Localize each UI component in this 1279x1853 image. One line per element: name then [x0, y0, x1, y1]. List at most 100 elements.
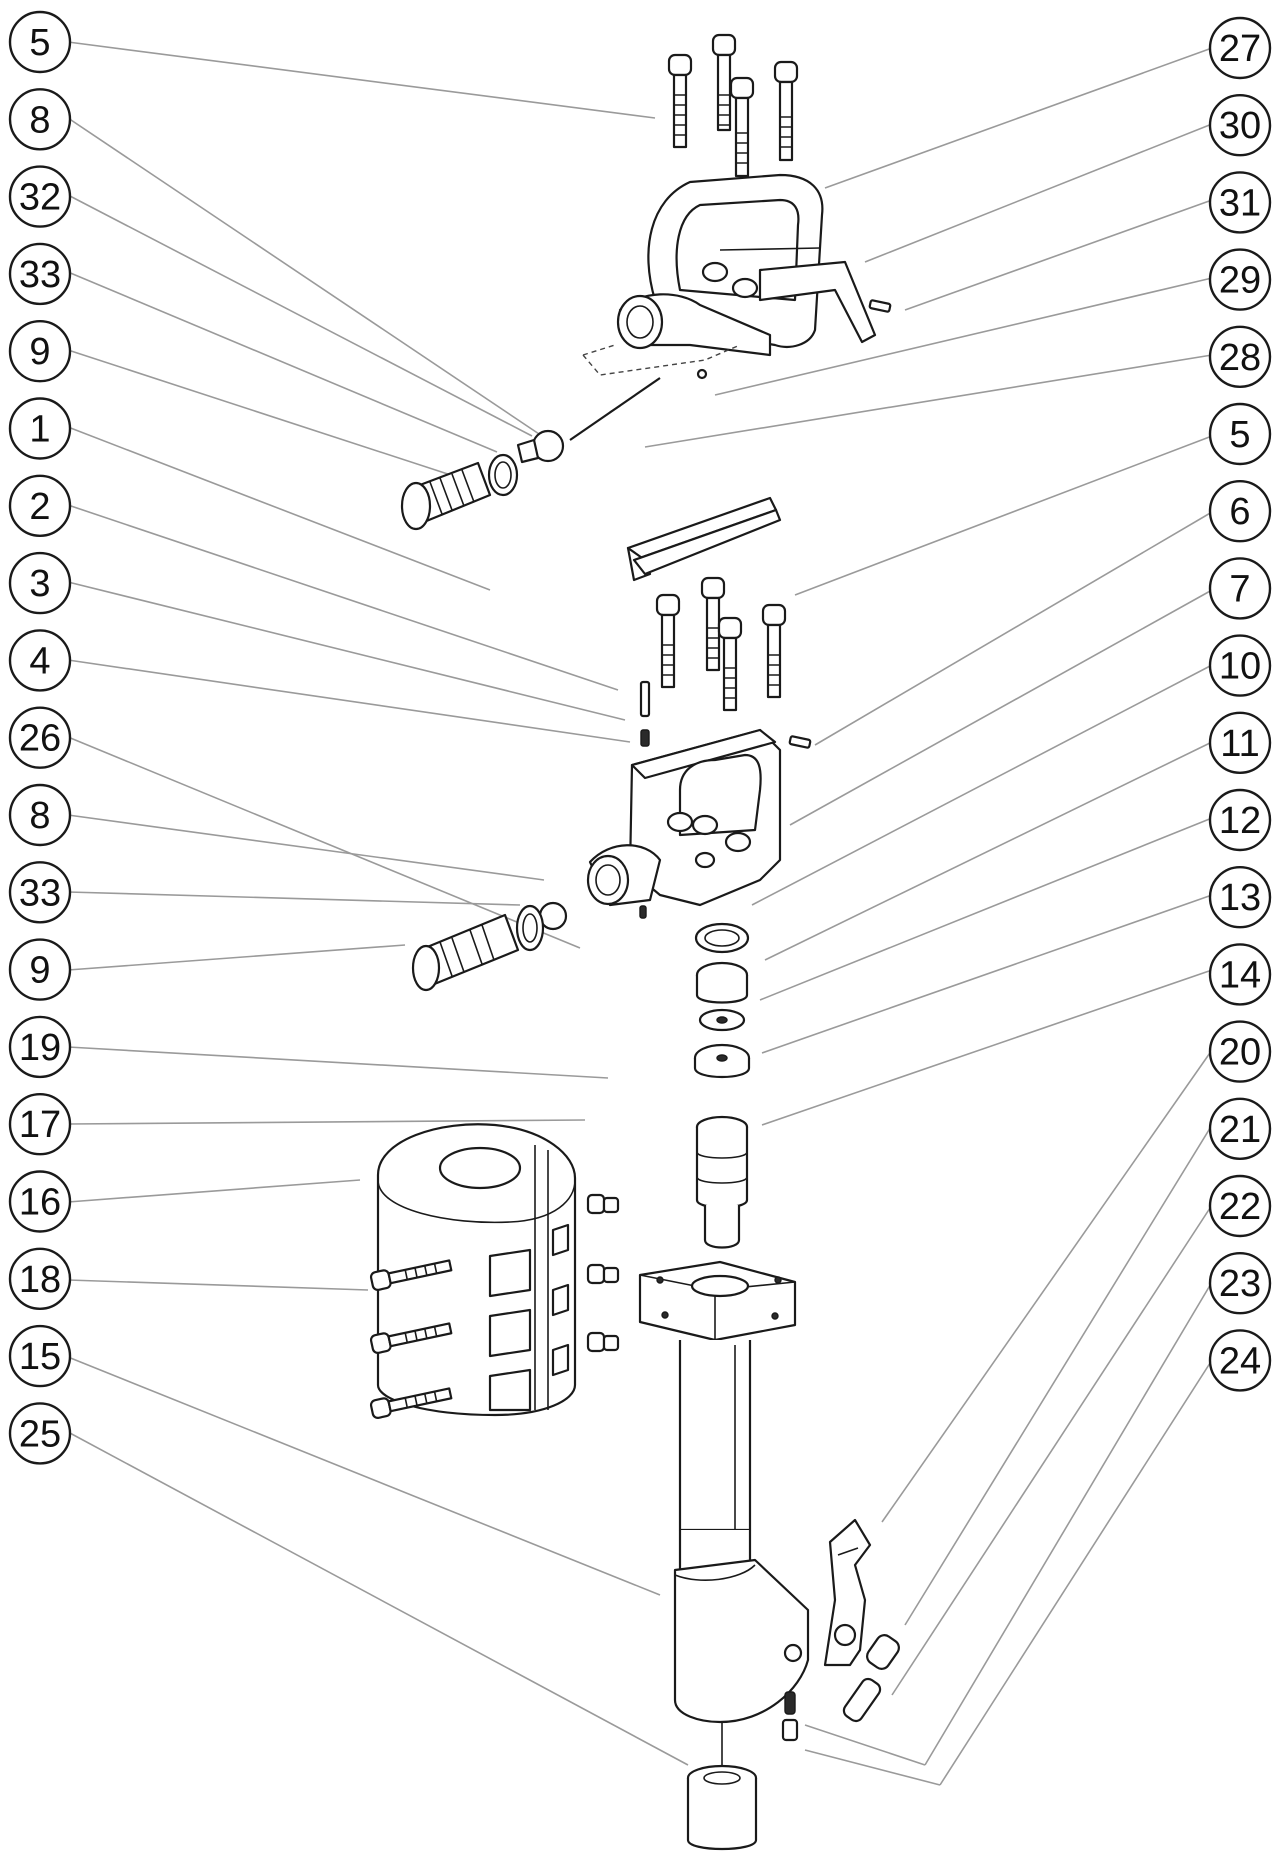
callout-number: 21	[1219, 1109, 1261, 1151]
callout-circle	[1208, 634, 1272, 697]
callout-number: 1	[29, 409, 50, 451]
callout-circle	[1208, 866, 1272, 929]
callout-number: 9	[29, 950, 50, 992]
upper-handle	[582, 173, 877, 376]
cylinder-head	[586, 728, 782, 919]
callout-circle	[8, 10, 72, 74]
callout-number: 26	[19, 718, 61, 760]
callout-number: 10	[1219, 646, 1261, 688]
callout-circle	[1208, 943, 1272, 1006]
callout-number: 27	[1219, 28, 1261, 70]
callout-circle	[1208, 788, 1272, 852]
callout-number: 16	[19, 1182, 61, 1224]
clamp-bolts	[369, 1259, 453, 1419]
callout-right-22: 22	[1208, 1174, 1272, 1238]
callout-right-23: 23	[1208, 1251, 1272, 1315]
callout-number: 33	[19, 254, 61, 296]
lower-inlet-group	[411, 901, 568, 992]
callout-left-26: 26	[8, 706, 72, 769]
callout-left-32: 32	[8, 165, 72, 228]
callout-number: 15	[19, 1336, 61, 1378]
callout-number: 8	[29, 99, 50, 141]
callout-left-2: 2	[8, 474, 72, 537]
callout-circle	[1208, 16, 1272, 80]
callout-right-13: 13	[1208, 866, 1272, 929]
piston	[695, 1115, 749, 1249]
callout-number: 30	[1219, 105, 1261, 147]
callout-number: 24	[1219, 1340, 1261, 1382]
callout-circle	[1208, 248, 1272, 311]
callout-right-7: 7	[1208, 557, 1272, 620]
callout-right-6: 6	[1208, 480, 1272, 543]
callout-circle	[8, 397, 72, 460]
callout-circle	[8, 783, 72, 847]
callout-left-3: 3	[8, 551, 72, 615]
callout-circle	[1208, 480, 1272, 543]
callout-left-15: 15	[8, 1324, 72, 1388]
middle-bolts	[655, 576, 787, 712]
callout-left-17: 17	[8, 1092, 72, 1156]
callout-circle	[8, 1092, 72, 1156]
trigger-pins	[842, 1634, 900, 1723]
callout-right-11: 11	[1208, 711, 1272, 774]
top-bolts	[667, 33, 799, 178]
callout-number: 17	[19, 1104, 61, 1146]
callout-circle	[1208, 1174, 1272, 1238]
callout-circle	[8, 165, 72, 228]
plate-1	[626, 496, 782, 582]
callout-right-29: 29	[1208, 248, 1272, 311]
callout-left-18: 18	[8, 1247, 72, 1311]
callout-right-20: 20	[1208, 1020, 1272, 1083]
callout-circle	[1208, 93, 1272, 157]
callout-number: 22	[1219, 1186, 1261, 1228]
callout-number: 33	[19, 872, 61, 914]
callout-number: 23	[1219, 1263, 1261, 1305]
callout-right-14: 14	[1208, 943, 1272, 1006]
callout-number: 20	[1219, 1032, 1261, 1074]
callout-left-16: 16	[8, 1170, 72, 1233]
callout-circle	[1208, 557, 1272, 620]
callout-left-8: 8	[8, 88, 72, 151]
callout-number: 32	[19, 177, 61, 219]
callout-circle	[1208, 1020, 1272, 1083]
callout-number: 5	[1229, 414, 1250, 456]
callout-circle	[1208, 325, 1272, 388]
callout-circle	[1208, 1251, 1272, 1315]
callout-circle	[1208, 402, 1272, 466]
callout-circle	[8, 706, 72, 769]
callout-circle	[8, 861, 72, 924]
callout-number: 19	[19, 1027, 61, 1069]
callout-circle	[1208, 171, 1272, 234]
callout-right-21: 21	[1208, 1097, 1272, 1161]
callout-number: 29	[1219, 260, 1261, 302]
callout-number: 14	[1219, 954, 1261, 996]
callout-number: 4	[29, 640, 50, 682]
callout-number: 3	[29, 563, 50, 605]
callout-circle	[8, 551, 72, 615]
callout-left-9: 9	[8, 938, 72, 1001]
callout-number: 8	[29, 795, 50, 837]
callout-circle	[8, 1402, 72, 1465]
callout-left-1: 1	[8, 397, 72, 460]
callout-left-9: 9	[8, 320, 72, 383]
callout-number: 6	[1229, 491, 1250, 533]
callout-right-30: 30	[1208, 93, 1272, 157]
callout-number: 13	[1219, 877, 1261, 919]
callout-circle	[8, 242, 72, 306]
callout-right-10: 10	[1208, 634, 1272, 697]
callout-number: 28	[1219, 337, 1261, 379]
callout-left-8: 8	[8, 783, 72, 847]
callout-circle	[8, 474, 72, 537]
callout-right-5: 5	[1208, 402, 1272, 466]
callout-left-19: 19	[8, 1015, 72, 1079]
valve-rod	[569, 368, 708, 441]
leader-lines	[67, 41, 1213, 1786]
callout-circle	[8, 629, 72, 692]
callout-left-33: 33	[8, 242, 72, 306]
barrel-body	[638, 1260, 810, 1724]
bushing	[686, 1722, 758, 1851]
callout-circle	[8, 1015, 72, 1079]
callout-circle	[8, 1324, 72, 1388]
